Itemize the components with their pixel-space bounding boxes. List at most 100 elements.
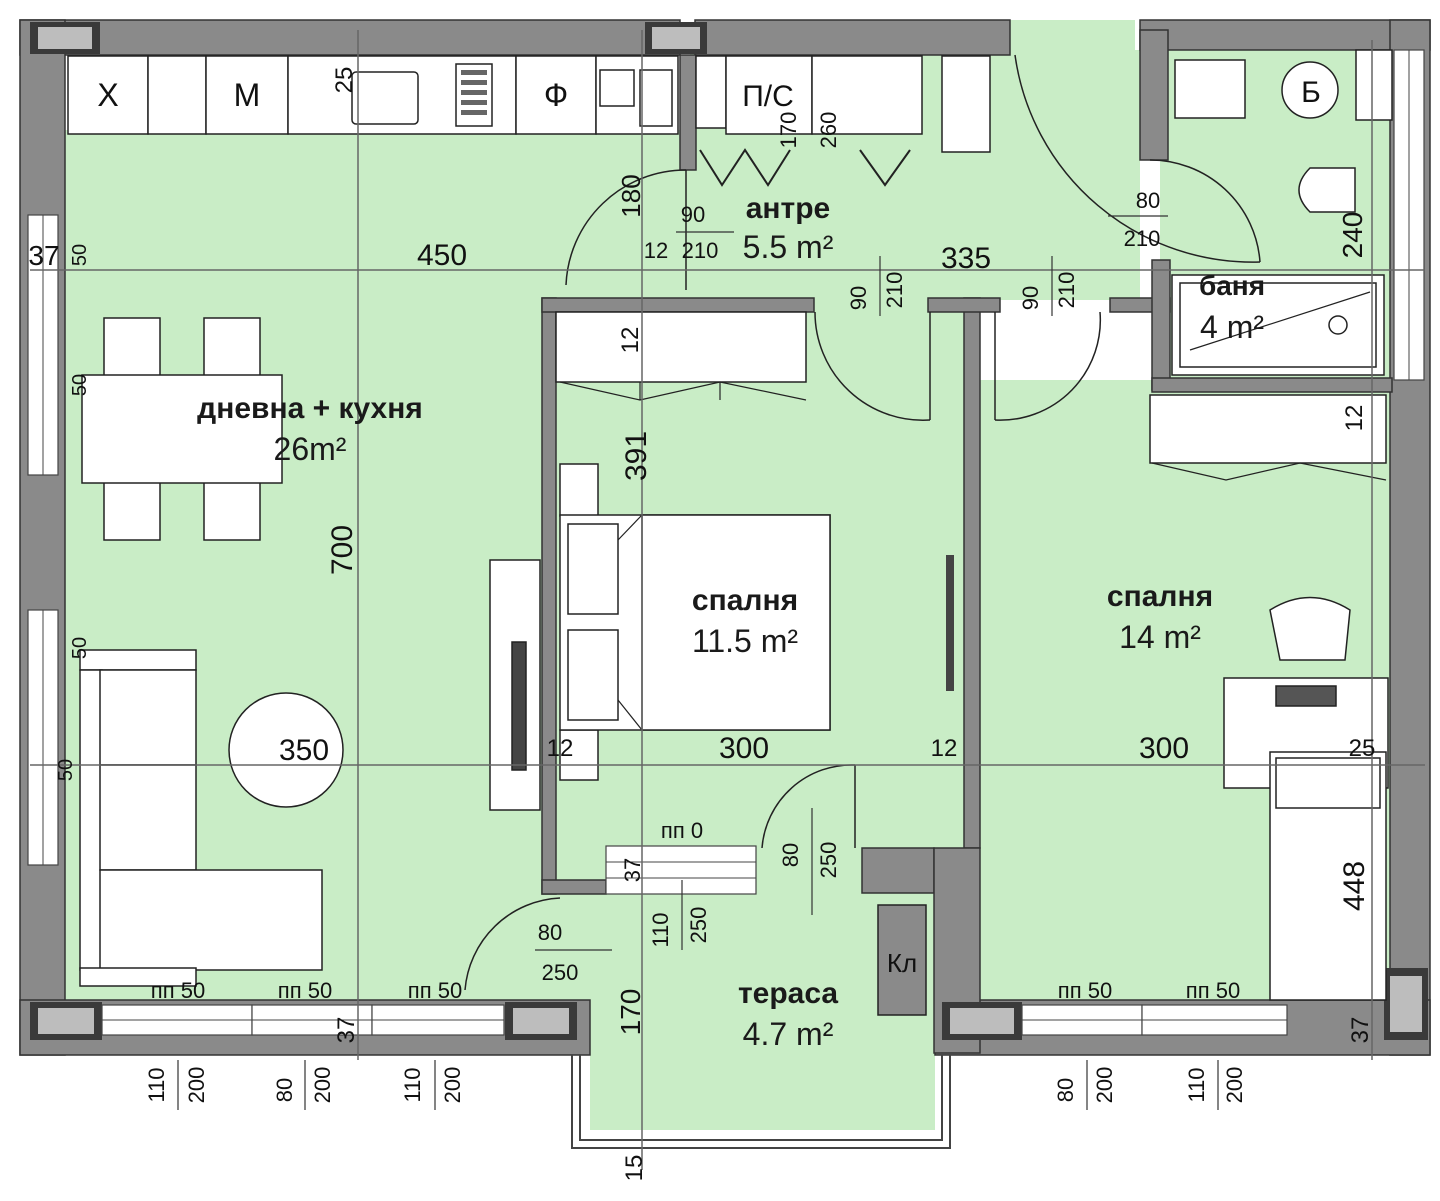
window5-w: 110 [1184, 1067, 1209, 1102]
left-50-c: 50 [69, 637, 91, 659]
wall-top-mid [694, 19, 1011, 56]
toilet [1298, 167, 1356, 213]
wall-left [19, 19, 66, 1056]
aircon-unit [877, 904, 927, 1016]
door-hall-small-w: 12 [644, 238, 668, 263]
hall-name: антре [746, 192, 831, 225]
bedroom1-area: 11.5 m² [692, 623, 798, 659]
counter-oven [515, 55, 597, 135]
dimension-labels: 450 335 350 300 300 12 12 25 37 [28, 239, 1375, 767]
fridge-label: Х [97, 77, 118, 113]
window-labels: пп 50 пп 50 пп 50 пп 50 пп 50 пп 0 50 50… [55, 244, 1247, 1103]
door-balcony2-h: 250 [542, 960, 579, 985]
wall-bath-left [1139, 29, 1169, 161]
bath-fixtures [1171, 49, 1393, 376]
wardrobe-doors [699, 148, 911, 187]
dim-bath-depth: 240 [1337, 212, 1368, 259]
boiler-label: Б [1301, 76, 1321, 109]
tv-bed1 [946, 555, 954, 691]
shower-riser [1355, 49, 1393, 121]
wall-hall-stub [679, 54, 697, 171]
door-balcony2-side-w: 110 [648, 912, 673, 947]
counter-washer [205, 55, 289, 135]
wall-bed-mid-top [927, 297, 1001, 313]
dim-hall-w170: 170 [776, 112, 801, 149]
window2-h: 200 [310, 1067, 335, 1104]
wall-bed1-left [541, 297, 557, 895]
entry-floor [1010, 20, 1135, 140]
dim-terrace-depth: 170 [615, 989, 646, 1036]
window-terrace [605, 845, 757, 895]
bedroom2-furniture [1149, 394, 1389, 1001]
counter-cab1 [147, 55, 207, 135]
bedroom1-name: спалня [692, 584, 798, 617]
wardrobe2-doors [1151, 462, 1387, 481]
window4-h: 200 [1092, 1067, 1117, 1104]
door-labels: 90 210 12 80 210 90 210 90 210 80 250 80… [538, 188, 1161, 985]
dining-table [81, 374, 283, 484]
sill-4: пп 50 [1058, 978, 1112, 1003]
dim-wall37-b: 37 [333, 1017, 360, 1044]
wall-bed2-top [1151, 377, 1393, 393]
wardrobe1-doors [559, 381, 807, 731]
dim-bed2-width: 300 [1139, 732, 1189, 765]
dishwasher-label: П/С [742, 80, 794, 113]
chair-br [203, 479, 261, 541]
left-50-b: 50 [69, 374, 91, 396]
wall-bath-side [1151, 259, 1171, 391]
dim-living-height: 700 [326, 525, 359, 575]
bath-name: баня [1199, 270, 1265, 301]
door-balcony2-w: 80 [538, 920, 562, 945]
door-entry-w: 90 [681, 202, 705, 227]
bedroom2-name: спалня [1107, 580, 1213, 613]
window1-h: 200 [184, 1067, 209, 1104]
dim-living-width: 450 [417, 239, 467, 272]
hood [639, 69, 673, 127]
dim-wall12-c: 12 [617, 327, 644, 354]
window2-w: 80 [272, 1078, 297, 1102]
dining-set [81, 317, 283, 541]
door-balcony2-side-h: 250 [686, 907, 711, 944]
bed-blanket [641, 514, 831, 731]
wardrobe-bed1 [555, 311, 807, 383]
window5-h: 200 [1222, 1067, 1247, 1104]
terrace-railing [571, 1055, 951, 1149]
vertical-dimension-labels: 700 391 448 240 170 180 170 260 12 12 25… [326, 67, 1374, 1182]
sofa [79, 649, 323, 987]
single-pillow [1275, 757, 1381, 809]
left-50-a: 50 [69, 244, 91, 266]
bath-area: 4 m² [1200, 309, 1264, 345]
dim-wall37-d: 37 [620, 858, 645, 882]
bedroom1-furniture [555, 311, 831, 781]
sill-3: пп 50 [408, 978, 462, 1003]
office-chair [1269, 596, 1351, 661]
chair-bl [103, 479, 161, 541]
dim-living-sub: 350 [279, 734, 329, 767]
window3-h: 200 [440, 1067, 465, 1104]
floor-areas [62, 20, 1395, 1130]
sink [351, 71, 419, 125]
door-bath-h: 210 [1124, 226, 1161, 251]
window-mullions [42, 50, 1410, 1021]
column-hatch [38, 27, 1422, 1034]
sill-5: пп 50 [1186, 978, 1240, 1003]
keyboard [1275, 685, 1337, 707]
dim-bed1-depth: 391 [620, 431, 653, 481]
chair-tl [103, 317, 161, 379]
door-entry-h: 210 [682, 238, 719, 263]
washbasin [1174, 59, 1246, 119]
door-bed2-w: 90 [1018, 286, 1043, 310]
dim-wall37-left: 37 [28, 240, 59, 271]
window3-w: 110 [400, 1067, 425, 1102]
bath-diagonal [1189, 291, 1371, 351]
wall-bed1-top [541, 297, 815, 313]
room-labels: дневна + кухня 26m² антре 5.5 m² баня 4 … [197, 192, 1265, 1052]
grid-lines [30, 30, 1425, 1170]
window1-w: 110 [144, 1067, 169, 1102]
wardrobe-bed2 [1149, 394, 1387, 464]
oven-label: Ф [544, 77, 568, 113]
dim-wall12-b: 12 [931, 735, 958, 762]
dim-hall-width: 335 [941, 242, 991, 275]
dim-bed1-width: 300 [719, 732, 769, 765]
sill-terrace: пп 0 [661, 818, 703, 843]
